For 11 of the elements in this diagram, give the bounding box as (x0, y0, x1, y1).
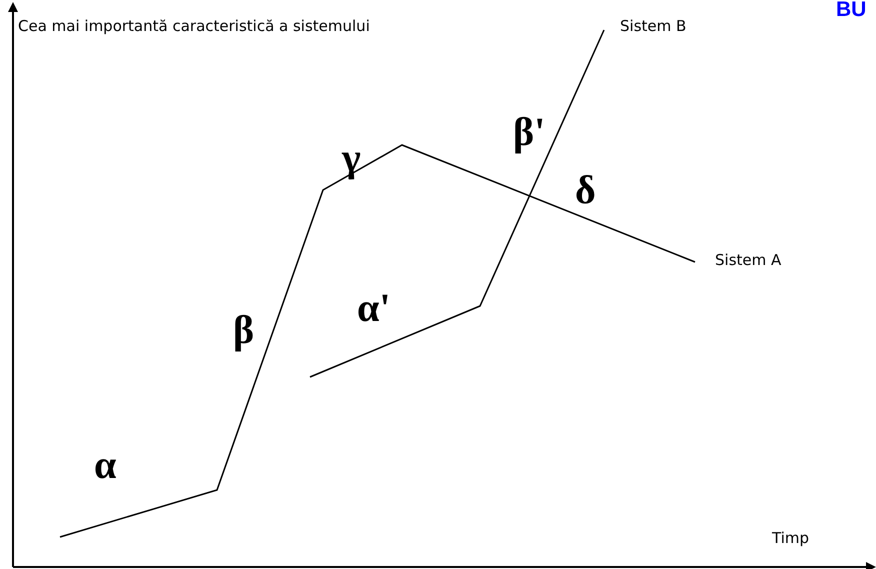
segment-label: α' (357, 288, 390, 328)
segment-label: β (233, 310, 254, 350)
axis-title: Cea mai importantă caracteristică a sistemului (18, 18, 370, 36)
curve-label: Sistem A (715, 252, 782, 270)
segment-label: δ (575, 170, 596, 210)
axis-title: Timp (772, 530, 810, 548)
curve-label: Sistem B (620, 18, 686, 36)
segment-label: β' (513, 112, 546, 152)
heading-fragment: BU (836, 0, 866, 22)
segment-label: γ (342, 138, 361, 178)
segment-label: α (94, 445, 116, 485)
